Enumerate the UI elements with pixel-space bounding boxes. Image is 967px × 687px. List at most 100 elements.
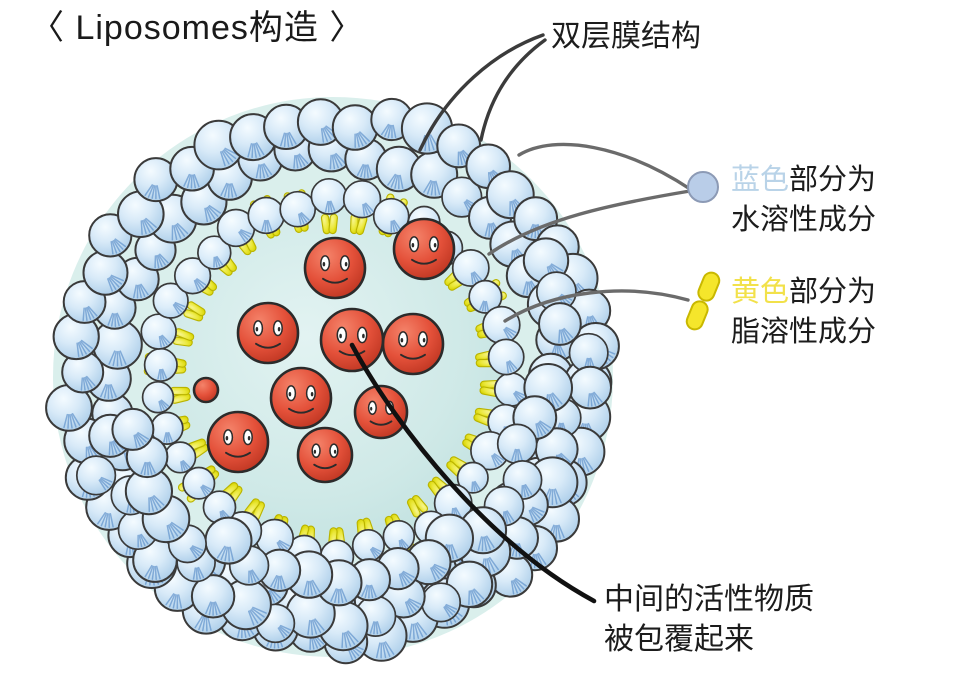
head-hatch — [137, 533, 149, 548]
head-hatch — [247, 142, 265, 159]
lipid-head — [456, 461, 489, 494]
head-hatch — [204, 204, 222, 223]
head-hatch — [165, 593, 183, 609]
head-hatch — [213, 255, 224, 268]
head-hatch — [535, 420, 552, 437]
head-hatch — [148, 495, 165, 513]
lipid-head — [140, 313, 177, 350]
head-hatch — [370, 546, 382, 559]
head-hatch — [375, 641, 395, 659]
head-hatch — [216, 545, 234, 562]
legend-blue-keyword: 蓝色 — [731, 164, 790, 196]
lipid-head — [164, 441, 197, 474]
head-hatch — [387, 173, 404, 190]
annotation-core-line-2: 被包覆起来 — [604, 623, 754, 656]
head-hatch — [183, 173, 200, 189]
head-hatch — [194, 615, 212, 632]
head-hatch — [63, 413, 81, 429]
head-hatch — [404, 598, 422, 615]
active-substance-particle — [269, 366, 333, 430]
legend-blue-icon — [687, 171, 719, 203]
head-hatch — [398, 570, 415, 587]
lipid-head — [190, 574, 236, 619]
legend-item-water-soluble: 蓝色部分为 水溶性成分 — [731, 160, 876, 240]
annotation-bilayer-label: 双层膜结构 — [551, 20, 701, 53]
head-hatch — [506, 360, 518, 374]
head-hatch — [107, 312, 124, 327]
legend-item-lipid-soluble: 黄色部分为 脂溶性成分 — [731, 272, 876, 352]
head-hatch — [247, 606, 267, 626]
legend-blue-line-1: 蓝色部分为 — [731, 160, 876, 200]
active-substance-particle — [381, 312, 445, 376]
head-hatch — [193, 278, 207, 292]
head-hatch — [510, 577, 527, 595]
head-hatch — [298, 212, 310, 225]
head-hatch — [521, 484, 533, 498]
head-hatch — [270, 575, 286, 590]
active-substance-particle — [303, 236, 367, 300]
head-hatch — [503, 326, 517, 340]
head-hatch — [205, 601, 222, 616]
lipid-head — [382, 519, 416, 553]
lipid-head — [487, 338, 525, 376]
active-substance-particle — [192, 376, 220, 404]
active-substance-layer — [192, 217, 456, 484]
head-hatch — [471, 480, 481, 492]
head-hatch — [408, 622, 428, 640]
active-substance-particle — [392, 217, 456, 281]
head-hatch — [528, 506, 545, 523]
head-hatch — [341, 630, 359, 649]
head-hatch — [158, 399, 169, 412]
head-hatch — [587, 391, 603, 407]
head-hatch — [144, 184, 161, 200]
head-hatch — [158, 334, 171, 348]
legend-yellow-icon — [685, 271, 721, 331]
lipid-head — [182, 466, 216, 500]
head-hatch — [513, 390, 526, 403]
head-hatch — [329, 152, 346, 170]
page-title: 〈 Liposomes构造 〉 — [30, 9, 365, 47]
head-hatch — [491, 453, 505, 467]
head-hatch — [277, 624, 292, 639]
head-hatch — [110, 238, 127, 255]
head-hatch — [558, 327, 574, 344]
head-hatch — [356, 163, 373, 178]
head-hatch — [390, 219, 401, 233]
head-hatch — [470, 271, 483, 285]
head-hatch — [172, 301, 186, 315]
head-hatch — [166, 521, 184, 540]
head-hatch — [163, 431, 173, 443]
outer-head-shell — [45, 97, 620, 665]
head-hatch — [303, 579, 321, 596]
legend-blue-line1-rest: 部分为 — [789, 164, 877, 196]
annotation-core-line-1: 中间的活性物质 — [604, 583, 814, 616]
lipid-head — [496, 423, 538, 465]
head-hatch — [261, 219, 273, 232]
head-hatch — [107, 274, 124, 292]
head-hatch — [97, 512, 114, 528]
head-hatch — [280, 131, 297, 148]
annotation-core-label: 中间的活性物质 被包覆起来 — [604, 580, 814, 660]
head-hatch — [255, 163, 273, 179]
head-hatch — [477, 535, 495, 552]
head-hatch — [200, 484, 212, 497]
leader-line-blue-legend — [487, 142, 692, 256]
lipid-head — [247, 196, 285, 235]
active-substance-particle — [296, 426, 354, 484]
head-hatch — [171, 222, 189, 241]
head-hatch — [293, 153, 309, 169]
head-hatch — [98, 476, 113, 491]
head-hatch — [380, 123, 397, 139]
legend-yellow-keyword: 黄色 — [731, 276, 790, 308]
head-hatch — [361, 584, 377, 599]
head-hatch — [108, 350, 127, 367]
head-hatch — [180, 460, 191, 472]
head-hatch — [192, 566, 205, 580]
active-substance-particle — [206, 410, 270, 474]
legend-yellow-line1-rest: 部分为 — [789, 276, 877, 308]
leader-lines-bilayer — [418, 33, 547, 152]
head-hatch — [76, 339, 93, 357]
head-hatch — [140, 217, 157, 235]
head-hatch — [80, 375, 96, 391]
